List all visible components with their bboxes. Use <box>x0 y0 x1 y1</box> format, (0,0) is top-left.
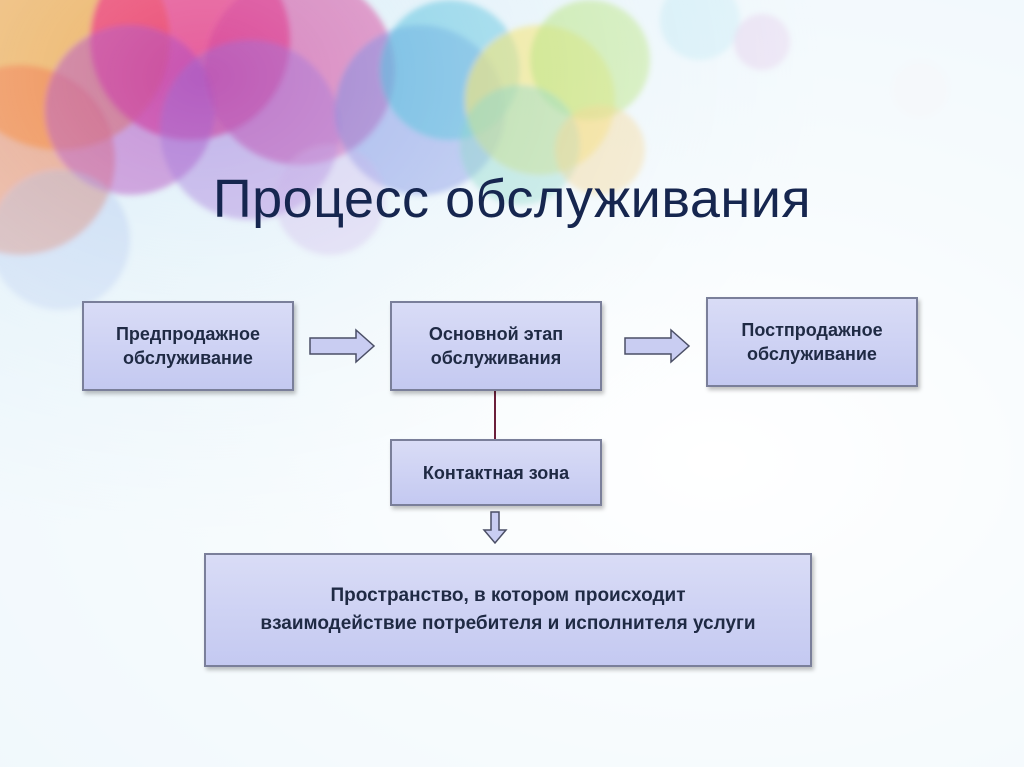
node-main-stage-label: Основной этап обслуживания <box>428 324 564 368</box>
node-main-service-stage: Основной этап обслуживания <box>390 301 602 391</box>
slide-title: Процесс обслуживания <box>212 169 812 229</box>
node-post-sale-service: Постпродажное обслуживание <box>706 297 918 387</box>
node-pre-sale-service: Предпродажное обслуживание <box>82 301 294 391</box>
node-contact-zone-label: Контактная зона <box>422 462 570 483</box>
node-post-sale-label: Постпродажное обслуживание <box>741 320 883 364</box>
node-pre-sale-label: Предпродажное обслуживание <box>115 324 261 368</box>
node-interaction-space-label: Пространство, в котором происходит взаим… <box>260 585 756 634</box>
node-contact-zone: Контактная зона <box>390 439 602 506</box>
node-interaction-space: Пространство, в котором происходит взаим… <box>204 553 812 667</box>
